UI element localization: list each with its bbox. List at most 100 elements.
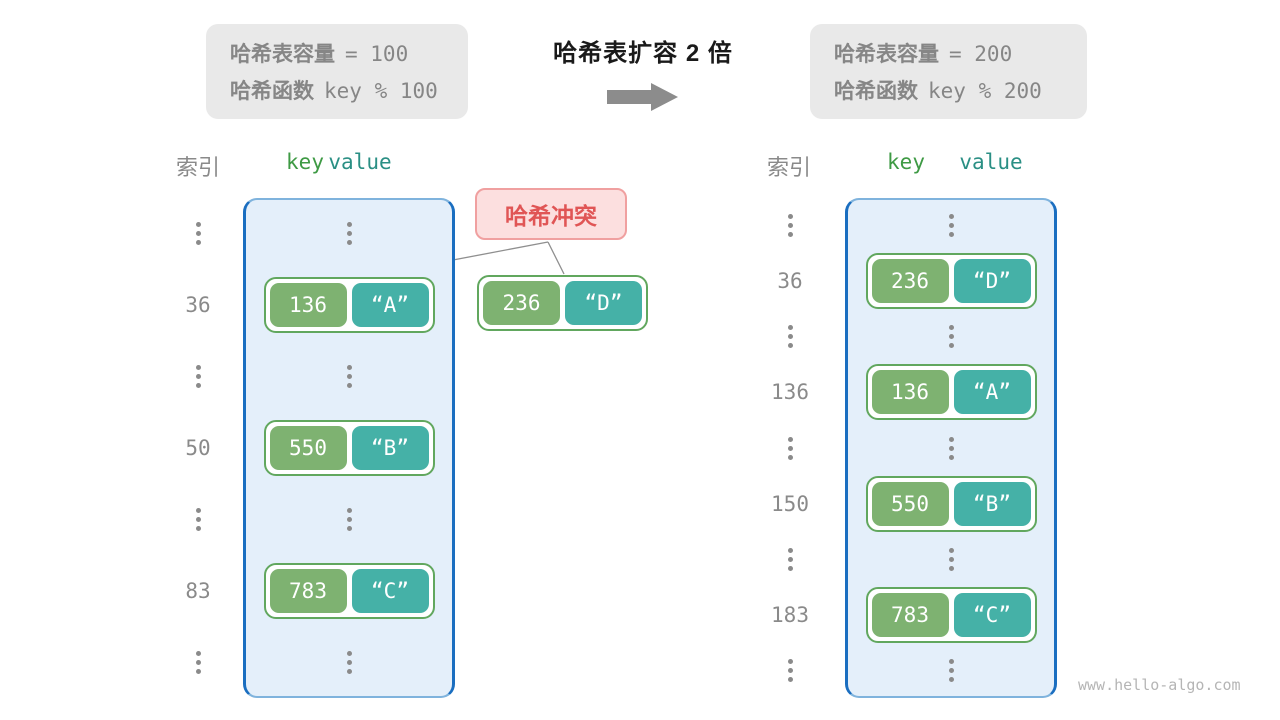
index-cell: 150 (771, 491, 809, 516)
ellipsis-icon (787, 214, 793, 238)
value-box: “C” (953, 592, 1031, 637)
index-cell (168, 650, 228, 674)
value-box: “A” (351, 283, 429, 328)
index-cell: 183 (771, 602, 809, 627)
bucket-cell (243, 365, 455, 389)
ellipsis-icon (948, 436, 954, 460)
index-cell: 136 (771, 380, 809, 405)
bucket-cell: 783“C” (243, 562, 455, 619)
index-cell: 83 (185, 578, 211, 603)
arrow-head (651, 83, 678, 111)
hash-function-label: 哈希函数 (230, 80, 314, 103)
capacity-info-box-after: 哈希表容量 = 200 哈希函数 key % 200 (810, 24, 1087, 119)
table-row (760, 532, 1057, 587)
hash-function-label: 哈希函数 (834, 80, 918, 103)
ellipsis-icon (948, 658, 954, 682)
table-row (760, 198, 1057, 253)
table-row: 183 783“C” (760, 586, 1057, 643)
bucket-cell (243, 222, 455, 246)
ellipsis-icon (346, 507, 352, 531)
index-column-header: 索引 (766, 155, 812, 180)
key-box: 136 (269, 283, 347, 328)
bucket-cell: 136“A” (243, 277, 455, 334)
table-row (168, 484, 455, 555)
table-row: 36 136“A” (168, 269, 455, 340)
value-box: “B” (351, 425, 429, 470)
index-column-header: 索引 (175, 155, 221, 180)
ellipsis-icon (948, 325, 954, 349)
bucket-cell (845, 325, 1057, 349)
key-box: 550 (269, 425, 347, 470)
index-cell: 50 (185, 435, 211, 460)
value-box: “A” (953, 370, 1031, 415)
index-cell: 36 (185, 293, 211, 318)
bucket-cell: 136“A” (845, 364, 1057, 421)
bucket-cell: 236“D” (845, 253, 1057, 310)
ellipsis-icon (195, 365, 201, 389)
capacity-line: 哈希表容量 = 100 (230, 38, 468, 68)
capacity-label: 哈希表容量 (834, 43, 939, 66)
key-box: 236 (871, 259, 949, 304)
index-cell (168, 222, 228, 246)
table-row: 83 783“C” (168, 555, 455, 626)
table-row (760, 420, 1057, 475)
ellipsis-icon (346, 650, 352, 674)
ellipsis-icon (195, 650, 201, 674)
index-cell (760, 325, 820, 349)
ellipsis-icon (787, 436, 793, 460)
table-row: 36 236“D” (760, 253, 1057, 310)
value-box: “B” (953, 481, 1031, 526)
hash-collision-badge: 哈希冲突 (475, 188, 627, 240)
bucket-cell (845, 547, 1057, 571)
index-cell (168, 507, 228, 531)
colliding-entry-pair: 236 “D” (477, 275, 648, 331)
index-cell (760, 547, 820, 571)
value-column-header: value (328, 150, 392, 174)
entry-pair: 136“A” (263, 277, 435, 334)
bucket-cell (845, 436, 1057, 460)
table-row (168, 198, 455, 269)
table-row (168, 341, 455, 412)
index-cell (168, 365, 228, 389)
key-box: 783 (269, 568, 347, 613)
key-box: 136 (871, 370, 949, 415)
capacity-label: 哈希表容量 (230, 43, 335, 66)
capacity-line: 哈希表容量 = 200 (834, 38, 1087, 68)
key-column-header: key (286, 150, 324, 174)
index-cell (760, 658, 820, 682)
index-cell (760, 214, 820, 238)
capacity-value: = 100 (345, 42, 409, 66)
key-box: 783 (871, 592, 949, 637)
table-row (760, 643, 1057, 698)
bucket-cell: 550“B” (845, 475, 1057, 532)
entry-pair: 783“C” (865, 586, 1037, 643)
value-box: “D” (565, 281, 642, 325)
bucket-cell (845, 658, 1057, 682)
ellipsis-icon (195, 507, 201, 531)
ellipsis-icon (346, 222, 352, 246)
entry-pair: 783“C” (263, 562, 435, 619)
index-cell (760, 436, 820, 460)
arrow-body (607, 90, 651, 104)
capacity-value: = 200 (949, 42, 1013, 66)
table-row: 150 550“B” (760, 475, 1057, 532)
watermark: www.hello-algo.com (1078, 676, 1241, 694)
hash-function-line: 哈希函数 key % 200 (834, 75, 1087, 105)
table-row (168, 627, 455, 698)
hash-function-expr: key % 200 (928, 79, 1042, 103)
table-row (760, 309, 1057, 364)
index-cell: 36 (777, 269, 803, 294)
key-box: 550 (871, 481, 949, 526)
value-box: “C” (351, 568, 429, 613)
entry-pair: 550“B” (865, 475, 1037, 532)
left-table-rows: 36 136“A” 50 550“B” 83 783“C” (168, 198, 455, 698)
ellipsis-icon (787, 658, 793, 682)
bucket-cell (845, 214, 1057, 238)
ellipsis-icon (787, 325, 793, 349)
ellipsis-icon (346, 365, 352, 389)
table-row: 50 550“B” (168, 412, 455, 483)
bucket-cell: 550“B” (243, 419, 455, 476)
